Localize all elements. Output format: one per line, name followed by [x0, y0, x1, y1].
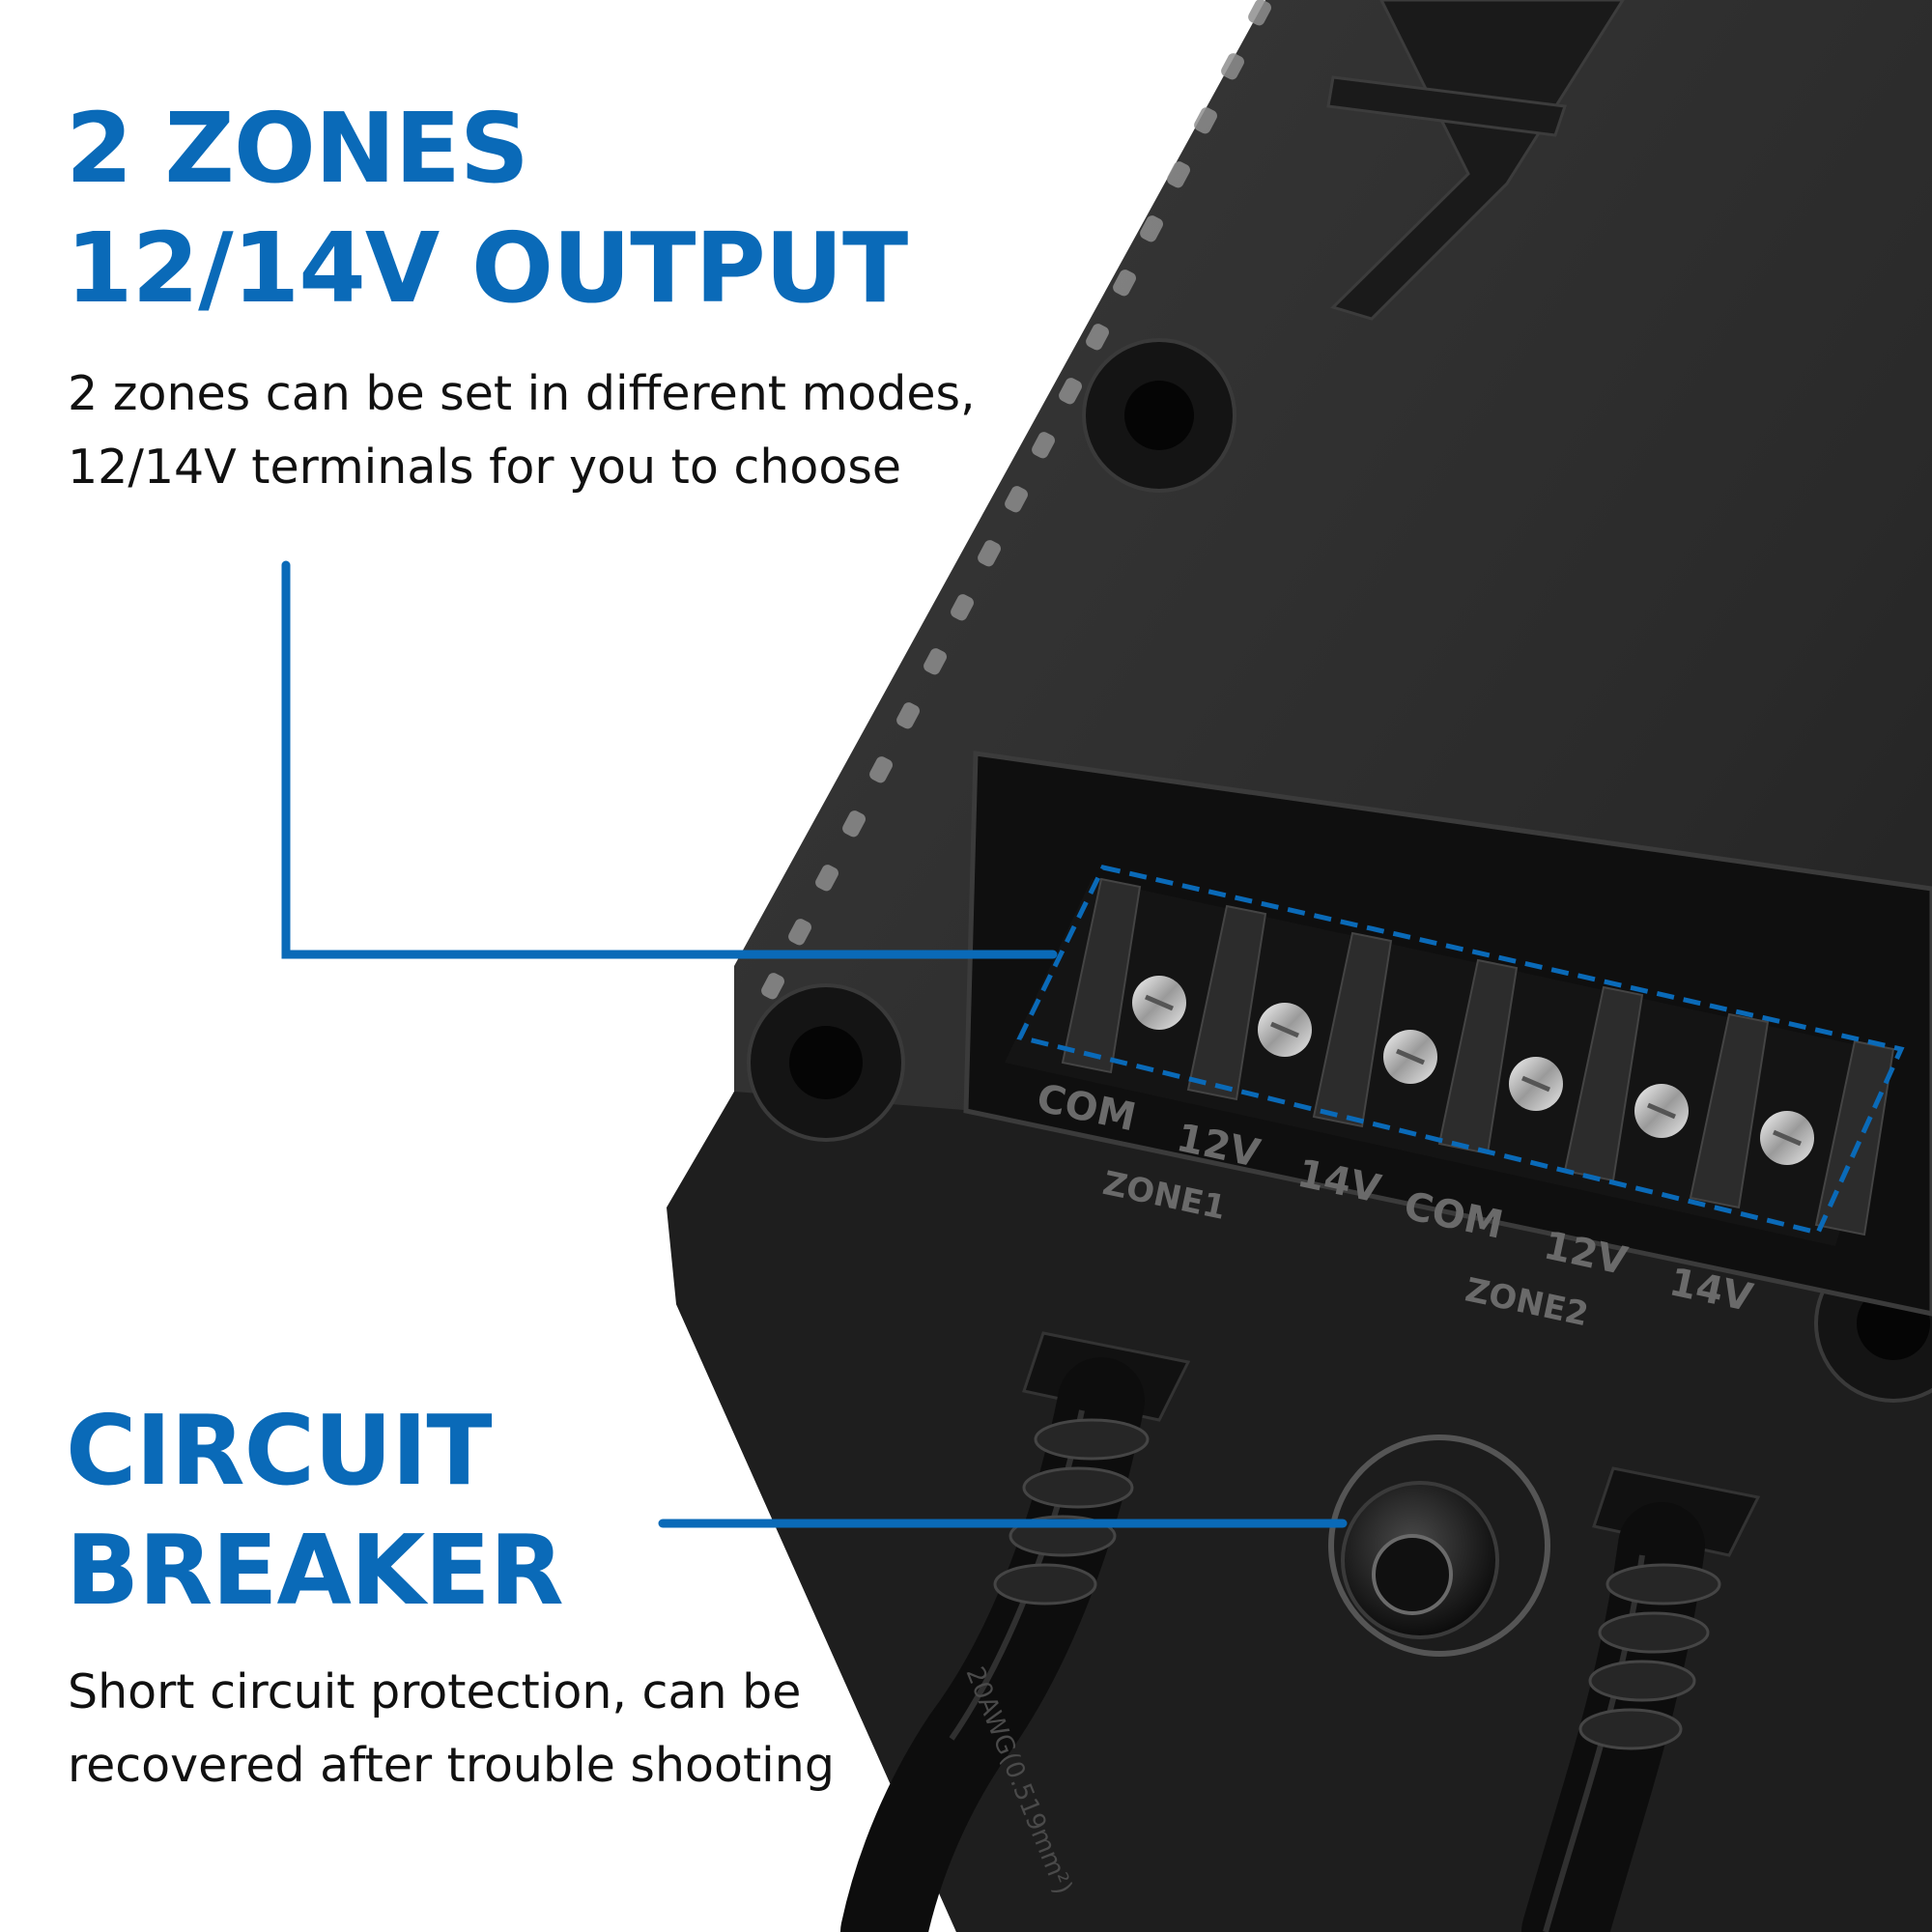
mounting-bracket [1326, 0, 1625, 321]
screw-5 [1634, 1084, 1689, 1138]
cable-left [840, 1331, 1191, 1932]
terminal-screws [1132, 976, 1814, 1165]
zones-heading-line1: 2 ZONES [66, 92, 529, 205]
breaker-description-line2: recovered after trouble shooting [68, 1738, 835, 1793]
screw-2 [1258, 1003, 1312, 1057]
zones-description-line2: 12/14V terminals for you to choose [68, 440, 902, 495]
cable-strain-relief-right [1578, 1563, 1721, 1750]
screw-boss-left [747, 983, 905, 1142]
zones-heading: 2 ZONES 12/14V OUTPUT [66, 89, 908, 328]
terminal-block [1005, 865, 1905, 1246]
ribbed-edge [761, 0, 1271, 1000]
screw-6 [1760, 1111, 1814, 1165]
zones-description-line1: 2 zones can be set in different modes, [68, 366, 976, 421]
screw-4 [1509, 1057, 1563, 1111]
breaker-description-line1: Short circuit protection, can be [68, 1664, 802, 1719]
breaker-heading-line2: BREAKER [66, 1514, 564, 1627]
breaker-heading-line1: CIRCUIT [66, 1394, 493, 1507]
breaker-heading: CIRCUIT BREAKER [66, 1391, 564, 1631]
breaker-description: Short circuit protection, can be recover… [68, 1656, 835, 1803]
circuit-breaker-knob [1328, 1435, 1550, 1657]
screw-boss-top [1082, 338, 1236, 493]
terminal-highlight-box [1016, 865, 1905, 1236]
screw-1 [1132, 976, 1186, 1030]
callout-line-zones [281, 560, 1058, 959]
zones-heading-line2: 12/14V OUTPUT [66, 212, 908, 325]
screw-3 [1383, 1030, 1437, 1084]
zones-description: 2 zones can be set in different modes, 1… [68, 357, 976, 504]
